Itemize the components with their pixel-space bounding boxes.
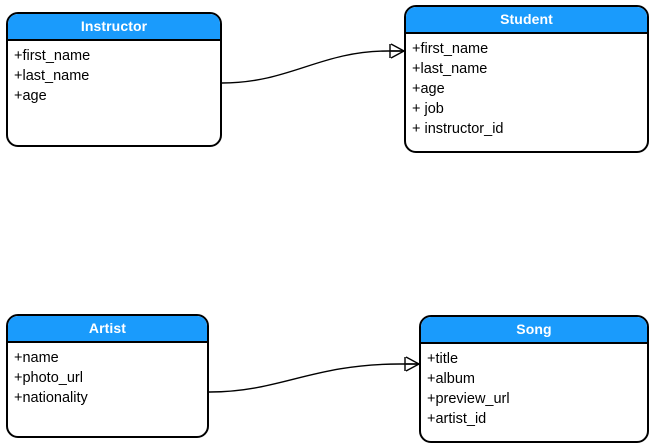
entity-song[interactable]: Song +title +album +preview_url +artist_…	[419, 315, 649, 443]
entity-student-attributes: +first_name +last_name +age + job + inst…	[406, 34, 647, 139]
attribute-row: +album	[427, 371, 475, 387]
attribute-row: +preview_url	[427, 391, 510, 407]
attribute-row: +age	[14, 88, 47, 104]
attribute-row: +first_name	[14, 48, 91, 64]
attribute-row: +last_name	[14, 68, 90, 84]
attribute-row: + job	[412, 101, 444, 117]
entity-artist-attributes: +name +photo_url +nationality	[8, 343, 207, 408]
entity-instructor[interactable]: Instructor +first_name +last_name +age	[6, 12, 222, 147]
attribute-row: +title	[427, 351, 459, 367]
entity-instructor-title: Instructor	[8, 14, 220, 41]
crows-foot-icon	[404, 356, 420, 372]
attribute-row: +age	[412, 81, 445, 97]
crows-foot-icon	[389, 43, 405, 59]
entity-student[interactable]: Student +first_name +last_name +age + jo…	[404, 5, 649, 153]
attribute-row: +photo_url	[14, 370, 83, 386]
attribute-row: +name	[14, 350, 59, 366]
attribute-row: + instructor_id	[412, 121, 504, 137]
attribute-row: +last_name	[412, 61, 488, 77]
entity-song-title: Song	[421, 317, 647, 344]
attribute-row: +artist_id	[427, 411, 487, 427]
entity-student-title: Student	[406, 7, 647, 34]
entity-song-attributes: +title +album +preview_url +artist_id	[421, 344, 647, 429]
attribute-row: +first_name	[412, 41, 489, 57]
entity-artist-title: Artist	[8, 316, 207, 343]
entity-artist[interactable]: Artist +name +photo_url +nationality	[6, 314, 209, 438]
attribute-row: +nationality	[14, 390, 88, 406]
entity-instructor-attributes: +first_name +last_name +age	[8, 41, 220, 106]
